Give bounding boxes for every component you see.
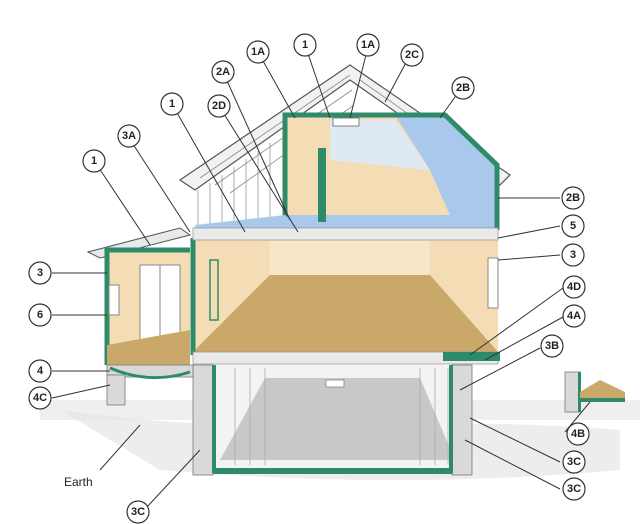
callout-2b-top: 2B — [451, 76, 475, 100]
callout-3-right: 3 — [561, 243, 585, 267]
callout-3a: 3A — [117, 124, 141, 148]
callout-label: 2D — [212, 100, 226, 112]
callout-2d: 2D — [207, 94, 231, 118]
callout-label: 5 — [570, 220, 576, 232]
ceiling-band — [192, 227, 499, 241]
earth-label: Earth — [64, 475, 93, 489]
crawlspace — [106, 364, 194, 406]
callout-5: 5 — [561, 214, 585, 238]
callout-3c-bottom: 3C — [126, 500, 150, 524]
callout-label: 3C — [567, 456, 581, 468]
callout-2a: 2A — [211, 60, 235, 84]
callout-4a: 4A — [562, 304, 586, 328]
callout-label: 1 — [302, 39, 308, 51]
callout-label: 4C — [33, 392, 47, 404]
side-wing — [86, 227, 192, 365]
callout-label: 4A — [567, 310, 581, 322]
callout-1a-right: 1A — [356, 33, 380, 57]
callout-label: 3 — [37, 267, 43, 279]
callout-label: 2C — [405, 49, 419, 61]
callout-1-left: 1 — [82, 149, 106, 173]
leader-lines — [51, 44, 591, 509]
callout-label: 2B — [566, 192, 580, 204]
callout-3c-right1: 3C — [562, 450, 586, 474]
callout-4c: 4C — [28, 386, 52, 410]
callout-2b-right: 2B — [561, 186, 585, 210]
callout-4b: 4B — [566, 422, 590, 446]
callout-1-top: 1 — [293, 33, 317, 57]
callout-label: 1A — [361, 39, 375, 51]
callout-3-left: 3 — [28, 261, 52, 285]
callout-label: 2A — [216, 66, 230, 78]
callout-label: 1 — [169, 98, 175, 110]
callout-label: 4D — [567, 281, 581, 293]
callout-label: 4 — [37, 365, 44, 377]
callout-label: 3C — [567, 483, 581, 495]
callout-label: 3A — [122, 130, 136, 142]
basement — [192, 364, 473, 476]
callout-label: 1A — [251, 46, 265, 58]
callout-label: 4B — [571, 428, 585, 440]
callout-label: 1 — [91, 155, 97, 167]
callout-2c: 2C — [400, 43, 424, 67]
attic-room — [282, 112, 500, 230]
callout-3c-right2: 3C — [562, 477, 586, 501]
main-roof — [178, 64, 511, 228]
slab-detail — [564, 371, 625, 413]
callout-4: 4 — [28, 359, 52, 383]
callout-label: 3B — [545, 340, 559, 352]
callout-label: 3 — [570, 249, 576, 261]
callout-label: 3C — [131, 506, 145, 518]
callout-1-mid: 1 — [160, 92, 184, 116]
callout-6: 6 — [28, 303, 52, 327]
callout-4d: 4D — [562, 275, 586, 299]
callout-label: 6 — [37, 309, 43, 321]
callout-3b: 3B — [540, 334, 564, 358]
callout-1a-left: 1A — [246, 40, 270, 64]
main-room — [190, 238, 500, 365]
callout-label: 2B — [456, 82, 470, 94]
